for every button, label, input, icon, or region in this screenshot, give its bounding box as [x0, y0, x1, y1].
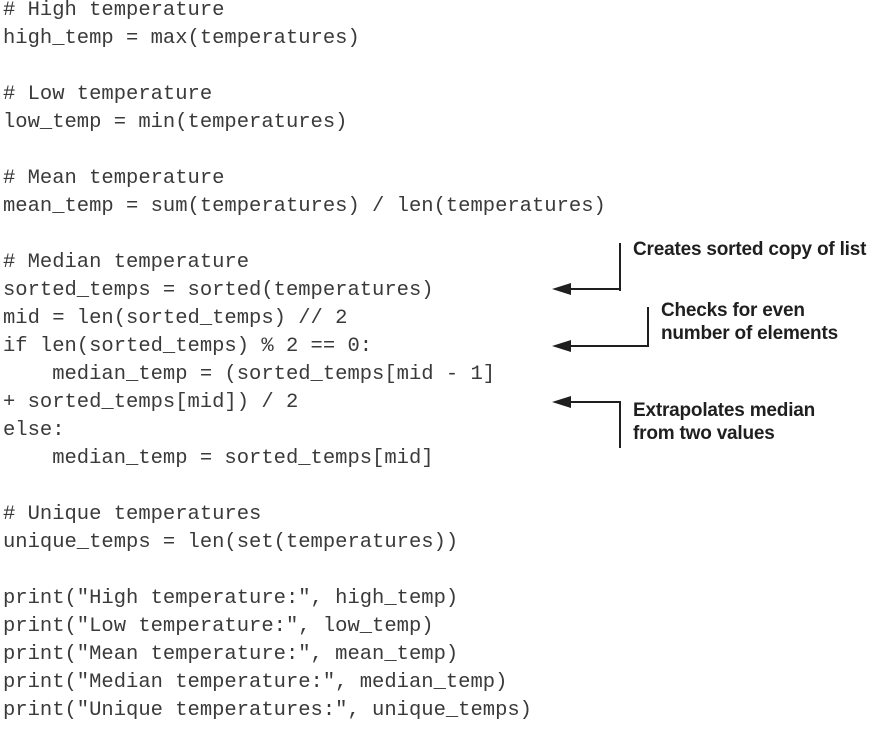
annotation-connector-horizontal	[569, 345, 649, 347]
left-arrowhead-icon	[552, 396, 571, 408]
left-arrowhead-icon	[552, 283, 571, 295]
annotation-connector-vertical	[647, 307, 649, 347]
annotation-label: Checks for even number of elements	[661, 300, 838, 344]
annotation-connector-horizontal	[569, 401, 621, 403]
annotation-connector-vertical	[619, 243, 621, 291]
annotation-connector-vertical	[619, 401, 621, 448]
annotation-label: Extrapolates median from two values	[633, 400, 816, 444]
code-listing: # High temperature high_temp = max(tempe…	[3, 0, 606, 722]
annotation-label: Creates sorted copy of list	[633, 239, 867, 260]
annotation-connector-horizontal	[569, 288, 621, 290]
left-arrowhead-icon	[552, 340, 571, 352]
